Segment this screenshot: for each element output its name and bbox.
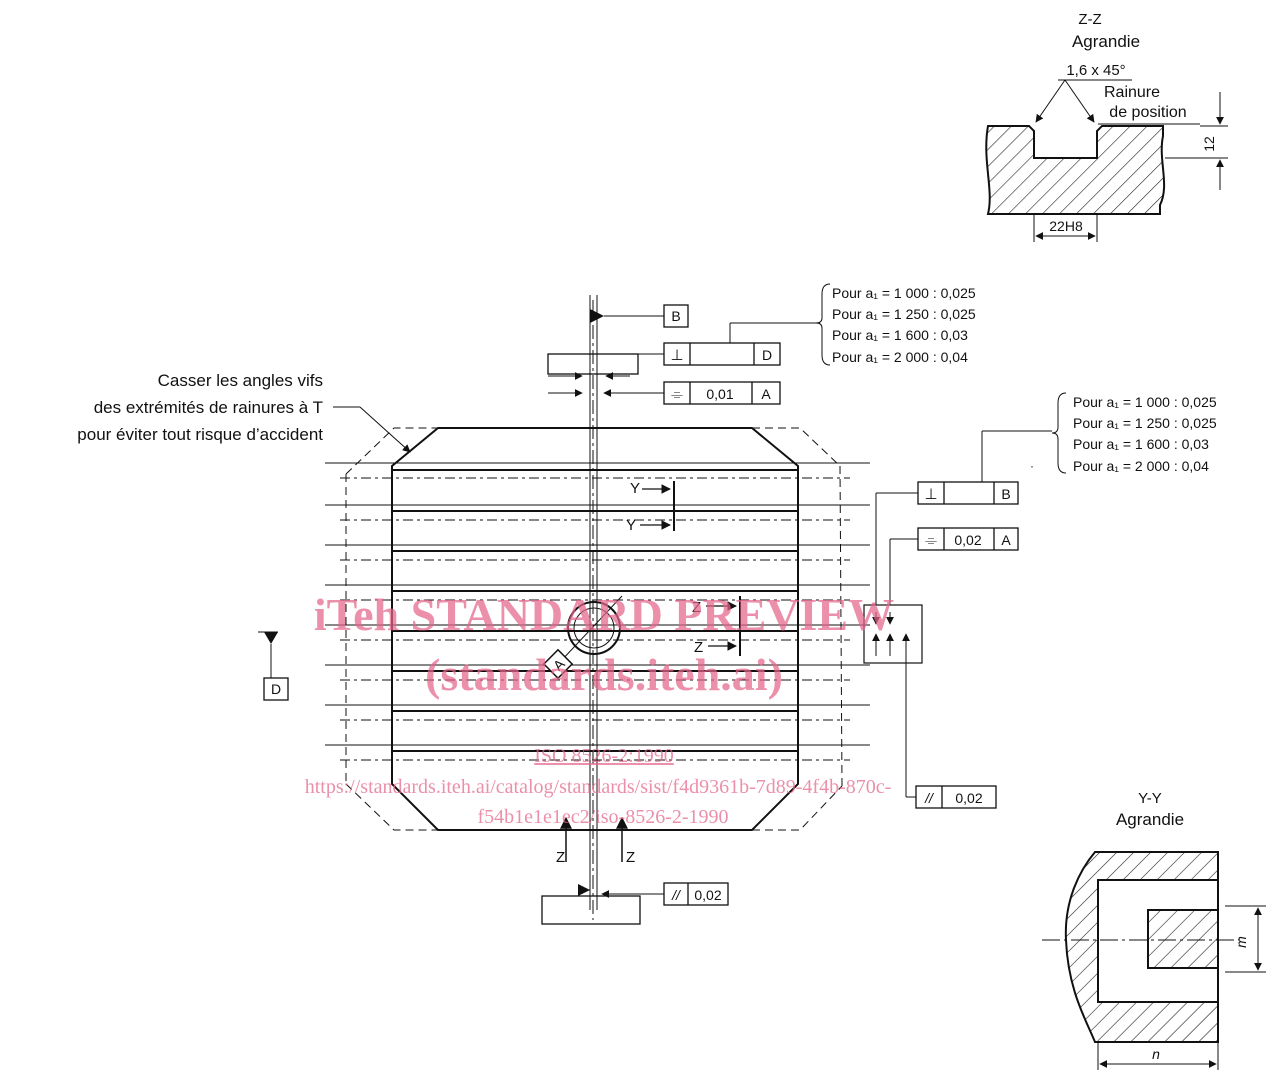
- datum-d-box: [263, 677, 289, 701]
- section-zz-subtitle: Agrandie: [1072, 32, 1140, 51]
- datum-d-label: D: [271, 681, 281, 697]
- z-mark-bottom: Z: [694, 639, 703, 656]
- groove-label-2: de position: [1109, 104, 1186, 121]
- section-yy-title: Y-Y: [1138, 790, 1162, 807]
- datum-b-ref: B: [1001, 486, 1010, 502]
- zz-hatched-body: [985, 125, 1166, 215]
- width-dim: 22H8: [1049, 218, 1083, 234]
- central-bore: [567, 601, 621, 655]
- par-symbol-bottom: //: [671, 887, 682, 903]
- tol-right-3: Pour a₁ = 1 600 : 0,03: [1073, 436, 1209, 452]
- section-yy-subtitle: Agrandie: [1116, 810, 1184, 829]
- watermark-code: ISO 8526-2:1990: [534, 745, 673, 767]
- sym-top-datum: A: [761, 386, 771, 402]
- watermark-title: iTeh STANDARD PREVIEW: [314, 589, 894, 640]
- top-annotations: B ⊥ D ⌯ 0,01 A Pour a₁ = 1 000 : 0,025 P…: [547, 283, 976, 405]
- sym-top-value: 0,01: [706, 386, 733, 402]
- svg-text:·: ·: [1030, 459, 1034, 473]
- section-zz: Z-Z Agrandie 1,6 x 45° Rainure de positi…: [985, 11, 1228, 242]
- watermark: iTeh STANDARD PREVIEW (standards.iteh.ai…: [305, 589, 894, 828]
- perp-symbol-right: ⊥: [924, 486, 937, 503]
- z-mark-bottom-right: Z: [626, 849, 635, 866]
- sym-symbol-right: ⌯: [925, 532, 937, 549]
- bottom-annotations: // 0,02: [541, 882, 729, 925]
- chamfer-label: 1,6 x 45°: [1066, 62, 1125, 79]
- section-zz-title: Z-Z: [1078, 11, 1101, 28]
- tol-top-4: Pour a₁ = 2 000 : 0,04: [832, 349, 968, 365]
- t-slots: [325, 462, 870, 761]
- sym-symbol-top: ⌯: [671, 386, 683, 403]
- datum-a-tag: [542, 648, 574, 680]
- datum-b-label: B: [671, 308, 680, 324]
- yy-hatched-body: [1064, 851, 1219, 1043]
- tol-top-3: Pour a₁ = 1 600 : 0,03: [832, 327, 968, 343]
- dim-n: n: [1152, 1046, 1160, 1062]
- dim-m: m: [1233, 936, 1249, 948]
- z-mark-top: Z: [692, 599, 701, 616]
- sym-right-value: 0,02: [954, 532, 981, 548]
- datum-b-box: [663, 304, 689, 328]
- frame-par-bottom: [663, 882, 729, 906]
- tol-right-4: Pour a₁ = 2 000 : 0,04: [1073, 458, 1209, 474]
- datum-d: D: [258, 631, 289, 701]
- tol-top-2: Pour a₁ = 1 250 : 0,025: [832, 306, 976, 322]
- section-yy: Y-Y Agrandie m n: [1042, 790, 1266, 1070]
- y-mark-bottom: Y: [626, 517, 636, 534]
- watermark-site: (standards.iteh.ai): [425, 649, 783, 700]
- corner-note: Casser les angles vifs des extrémités de…: [77, 371, 411, 453]
- par-symbol-right: //: [924, 790, 935, 806]
- section-marks: Y Y Z Z Z Z: [556, 480, 741, 866]
- tol-right-1: Pour a₁ = 1 000 : 0,025: [1073, 394, 1217, 410]
- par-right-value: 0,02: [955, 790, 982, 806]
- note-line-3: pour éviter tout risque d’accident: [77, 425, 323, 444]
- depth-dim: 12: [1201, 136, 1217, 152]
- tol-right-2: Pour a₁ = 1 250 : 0,025: [1073, 415, 1217, 431]
- sym-right-datum: A: [1001, 532, 1011, 548]
- note-line-1: Casser les angles vifs: [158, 371, 323, 390]
- y-mark-top: Y: [630, 480, 640, 497]
- note-line-2: des extrémités de rainures à T: [94, 398, 323, 417]
- watermark-url-1: https://standards.iteh.ai/catalog/standa…: [305, 776, 892, 798]
- par-bottom-value: 0,02: [694, 887, 721, 903]
- perp-symbol-top: ⊥: [670, 347, 683, 364]
- table-plan-view: A: [325, 295, 870, 920]
- groove-label-1: Rainure: [1104, 84, 1160, 101]
- tol-top-1: Pour a₁ = 1 000 : 0,025: [832, 285, 976, 301]
- watermark-url-2: f54b1e1e1ec2/iso-8526-2-1990: [477, 806, 728, 828]
- datum-d-ref: D: [762, 347, 772, 363]
- right-annotations: Pour a₁ = 1 000 : 0,025 Pour a₁ = 1 250 …: [863, 392, 1217, 809]
- z-mark-bottom-left: Z: [556, 849, 565, 866]
